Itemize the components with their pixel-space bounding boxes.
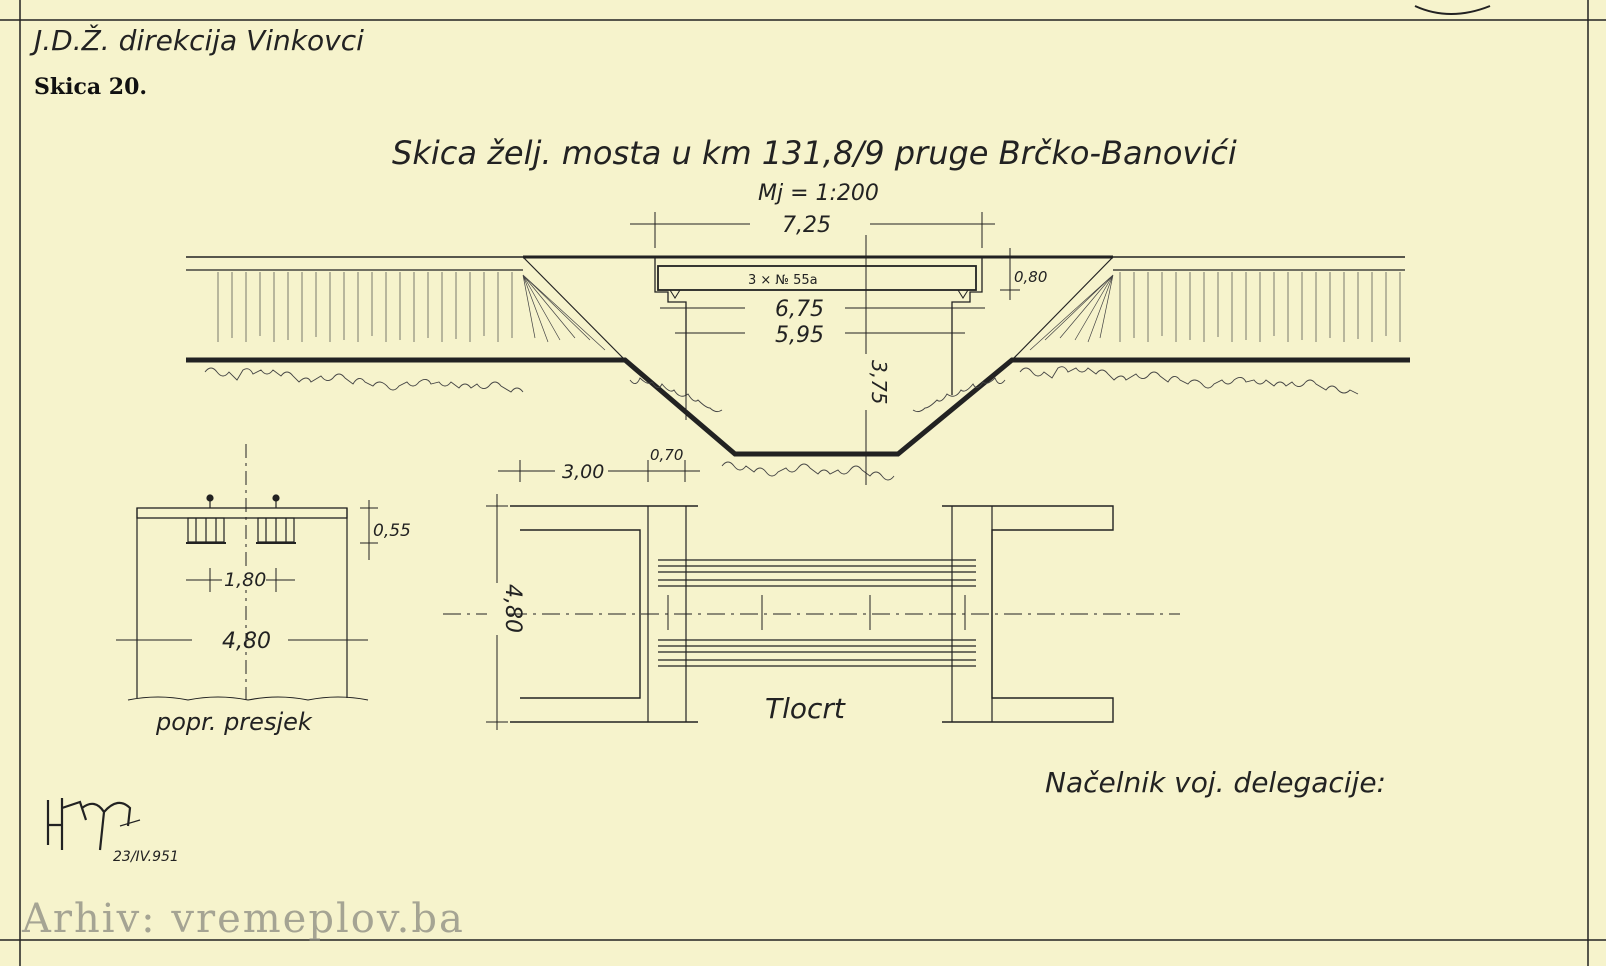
cs-caption: popr. presjek xyxy=(155,708,313,736)
cross-section-girders xyxy=(186,494,296,544)
dim-height-label: 3,75 xyxy=(867,360,891,405)
office-header: J.D.Ž. direkcija Vinkovci xyxy=(29,23,364,57)
dim-1-80-ticks xyxy=(209,568,277,592)
embankment-hatching xyxy=(217,272,1401,351)
cross-section-deck xyxy=(136,507,348,519)
abutment-left xyxy=(654,257,687,395)
girder-label: 3 × № 55a xyxy=(748,273,818,288)
signature-date: 23/IV.951 xyxy=(113,849,179,865)
elevation-view: 3 × № 55a 7,25 0,80 6,75 5,95 xyxy=(186,212,1410,485)
plan-dim-width-label: 4,80 xyxy=(500,584,525,633)
cross-section-ground xyxy=(127,696,369,701)
page-title: Skica želj. mosta u km 131,8/9 pruge Brč… xyxy=(392,134,1237,172)
dim-depth-label: 0,80 xyxy=(1014,268,1047,286)
dim-clear-label: 5,95 xyxy=(775,323,824,348)
plan-dim-wall-label: 0,70 xyxy=(650,446,683,464)
scale-label: Mj = 1:200 xyxy=(758,181,879,206)
dim-height-3-75: 3,75 xyxy=(865,235,891,485)
plan-girders xyxy=(658,559,976,667)
dim-1-80-gap xyxy=(222,568,266,590)
dim-bearing-label: 6,75 xyxy=(775,297,824,322)
ground-line xyxy=(186,357,1410,457)
archive-watermark: Arhiv: vremeplov.ba xyxy=(21,896,465,942)
dim-clear-5-95: 5,95 xyxy=(675,323,965,348)
ground-hatching xyxy=(204,366,1359,481)
cs-dim-width-label: 4,80 xyxy=(222,629,271,654)
slope-right-upper xyxy=(1011,256,1114,361)
stamp-fragment xyxy=(1414,5,1491,15)
plan-caption: Tlocrt xyxy=(765,692,846,725)
cross-section-view: 0,55 1,80 4,80 popr. presjek xyxy=(116,444,411,736)
plan-dim-gap xyxy=(487,583,507,635)
sketch-number: Skica 20. xyxy=(34,74,147,100)
delegation-chief-label: Načelnik voj. delegacije: xyxy=(1045,766,1386,799)
dim-depth-0-80: 0,80 xyxy=(1000,248,1047,300)
dim-plan-ticks xyxy=(519,460,686,482)
slope-left-upper xyxy=(522,256,626,361)
plan-view: 3,00 0,70 4,80 Tlocrt xyxy=(443,446,1180,730)
plan-left-abutment xyxy=(510,505,698,723)
plan-dim-width-ticks xyxy=(486,505,508,723)
cs-dim-depth-label: 0,55 xyxy=(373,521,411,541)
signature-mark xyxy=(46,798,141,851)
cs-dim-track-label: 1,80 xyxy=(224,569,266,591)
abutment-right xyxy=(951,257,983,395)
girder xyxy=(657,265,977,291)
dim-span-7-25: 7,25 xyxy=(630,212,995,248)
bearings xyxy=(669,289,969,299)
plan-dim-abutment-label: 3,00 xyxy=(562,461,604,483)
dim-bearing-6-75: 6,75 xyxy=(660,297,985,322)
dim-span-label: 7,25 xyxy=(782,213,831,238)
